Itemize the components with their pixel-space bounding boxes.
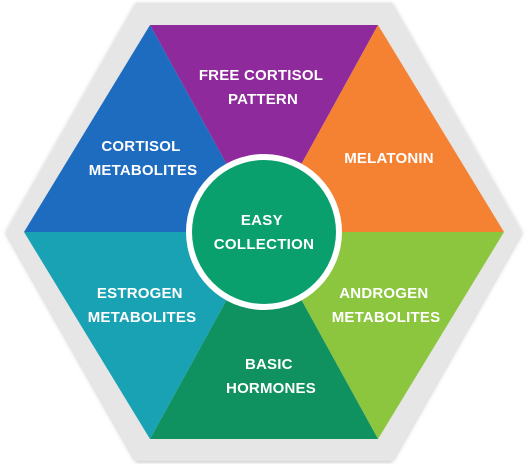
- segment-androgen-metabolites: [264, 232, 504, 439]
- label-estrogen-metabolites: ESTROGEN METABOLITES: [88, 285, 197, 326]
- center-label: EASY COLLECTION: [214, 212, 315, 253]
- label-androgen-metabolites: ANDROGEN METABOLITES: [332, 285, 441, 326]
- label-free-cortisol-pattern: FREE CORTISOL PATTERN: [199, 67, 327, 108]
- segment-melatonin: [264, 25, 504, 232]
- label-cortisol-metabolites: CORTISOL METABOLITES: [89, 138, 198, 179]
- segment-cortisol-metabolites: [24, 25, 264, 232]
- segment-basic-hormones: [150, 232, 378, 439]
- center-circle: [192, 160, 336, 304]
- segment-estrogen-metabolites: [24, 232, 264, 439]
- label-basic-hormones: BASIC HORMONES: [226, 356, 316, 397]
- segment-free-cortisol-pattern: [150, 25, 378, 232]
- label-melatonin: MELATONIN: [344, 150, 434, 167]
